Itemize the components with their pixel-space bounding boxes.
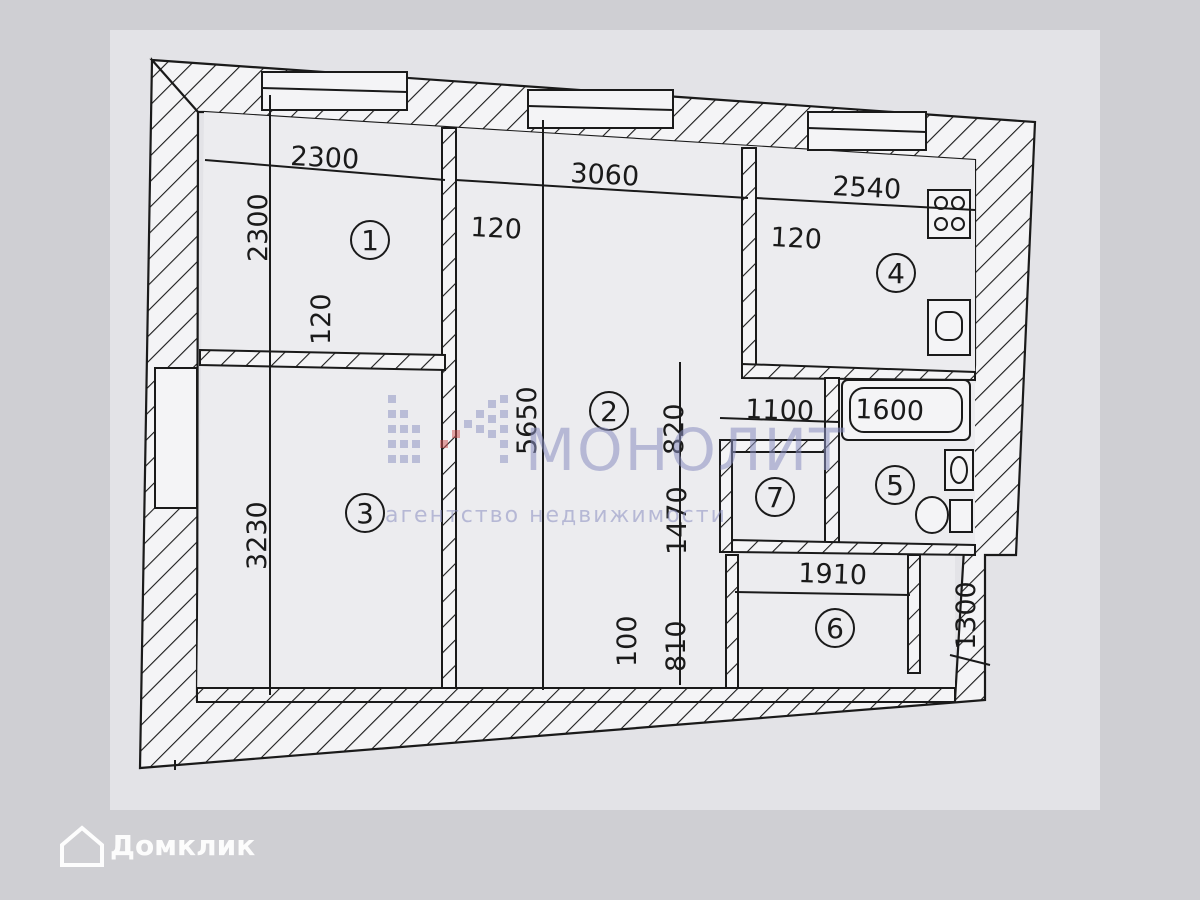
watermark-logo-icon xyxy=(388,395,508,463)
interior-walls xyxy=(196,127,976,703)
dim-hall-upper: 820 xyxy=(659,403,690,455)
stove-icon xyxy=(927,189,971,239)
room-marker-4: 4 xyxy=(876,253,916,293)
dim-corridor: 1100 xyxy=(745,394,815,427)
washbasin-icon xyxy=(944,449,974,491)
dim-room3-length: 3230 xyxy=(242,501,273,570)
toilet-icon xyxy=(915,496,973,534)
svg-text:5: 5 xyxy=(886,469,904,502)
dim-hall-mid: 1470 xyxy=(662,486,693,555)
dimension-labels: 2300 2300 3060 2540 120 120 120 5650 323… xyxy=(242,141,982,672)
svg-text:6: 6 xyxy=(826,612,844,645)
room-marker-3: 3 xyxy=(345,493,385,533)
bathtub-icon xyxy=(841,379,971,441)
svg-text:1: 1 xyxy=(361,224,379,257)
room-marker-6: 6 xyxy=(815,608,855,648)
dim-stub: 1300 xyxy=(951,581,982,650)
brand-name: Домклик xyxy=(110,829,255,862)
svg-text:3: 3 xyxy=(356,497,374,530)
dim-wall-100: 100 xyxy=(612,615,643,667)
svg-text:7: 7 xyxy=(766,481,784,514)
dim-bath: 1600 xyxy=(855,394,925,427)
room-marker-7: 7 xyxy=(755,477,795,517)
dim-hall-lower: 810 xyxy=(661,620,692,672)
room-markers: 1 2 3 4 5 6 7 xyxy=(345,220,916,648)
watermark-title: МОНОЛИТ xyxy=(525,416,846,484)
dim-room1-width: 2300 xyxy=(290,141,360,176)
dim-wall-b: 120 xyxy=(770,222,823,256)
dim-room1-height: 2300 xyxy=(243,193,274,262)
dim-wall-a: 120 xyxy=(470,212,523,246)
dim-room6-width: 1910 xyxy=(798,558,868,591)
room-marker-2: 2 xyxy=(589,391,629,431)
svg-text:4: 4 xyxy=(887,257,905,290)
dim-room2-width: 3060 xyxy=(570,158,640,193)
dim-room2-length: 5650 xyxy=(512,386,543,455)
room-marker-1: 1 xyxy=(350,220,390,260)
brand-logo: Домклик xyxy=(60,825,255,867)
room-marker-5: 5 xyxy=(875,465,915,505)
dim-wall-c: 120 xyxy=(306,293,337,345)
windows xyxy=(154,71,927,509)
sink-icon xyxy=(927,299,971,356)
watermark-subtitle: агентство недвижимости xyxy=(385,503,727,528)
dim-room4-width: 2540 xyxy=(832,171,902,206)
home-icon xyxy=(60,825,104,867)
svg-text:2: 2 xyxy=(600,395,618,428)
watermark: МОНОЛИТ агентство недвижимости xyxy=(385,395,846,528)
dimension-lines xyxy=(174,95,991,770)
